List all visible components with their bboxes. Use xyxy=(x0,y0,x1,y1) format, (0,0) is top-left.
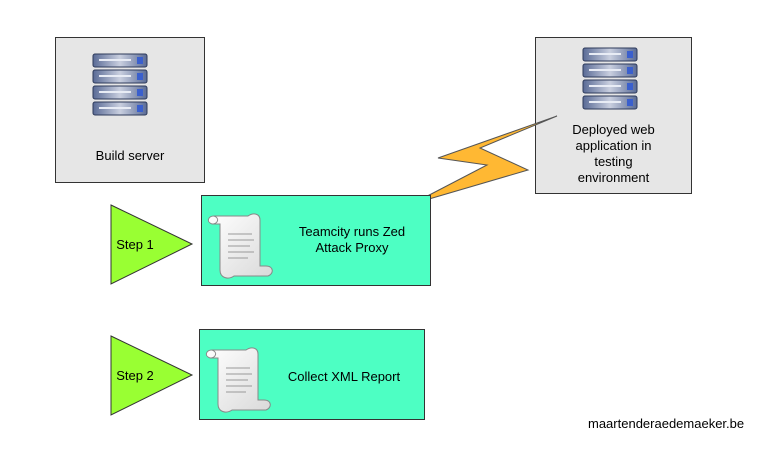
build-server-node: Build server xyxy=(55,37,205,183)
deployed-app-label: Deployed web application in testing envi… xyxy=(536,122,691,186)
build-server-label: Build server xyxy=(95,148,165,163)
step1-marker-label: Step 1 xyxy=(116,237,154,252)
script-scroll-icon xyxy=(207,213,273,279)
deployed-app-label-line: application in xyxy=(575,138,652,153)
step1-label-line: Teamcity runs Zed xyxy=(298,224,406,239)
server-icon xyxy=(92,53,148,116)
step2-box: Collect XML Report xyxy=(199,329,425,420)
deployed-app-node: Deployed web application in testing envi… xyxy=(535,37,692,194)
script-scroll-icon xyxy=(205,347,271,413)
step2-marker xyxy=(110,335,194,416)
watermark: maartenderaedemaeker.be xyxy=(588,416,745,431)
step2-label: Collect XML Report xyxy=(287,369,401,384)
deployed-app-label-line: environment xyxy=(577,170,650,185)
deployed-app-label-line: Deployed web xyxy=(572,122,655,137)
deployed-app-label-line: testing xyxy=(594,154,633,169)
server-icon xyxy=(582,47,638,110)
step1-label: Teamcity runs Zed Attack Proxy xyxy=(272,224,432,256)
step1-box: Teamcity runs Zed Attack Proxy xyxy=(201,195,431,286)
step1-marker xyxy=(110,204,194,285)
step2-marker-label: Step 2 xyxy=(116,368,154,383)
step1-label-line: Attack Proxy xyxy=(315,240,389,255)
